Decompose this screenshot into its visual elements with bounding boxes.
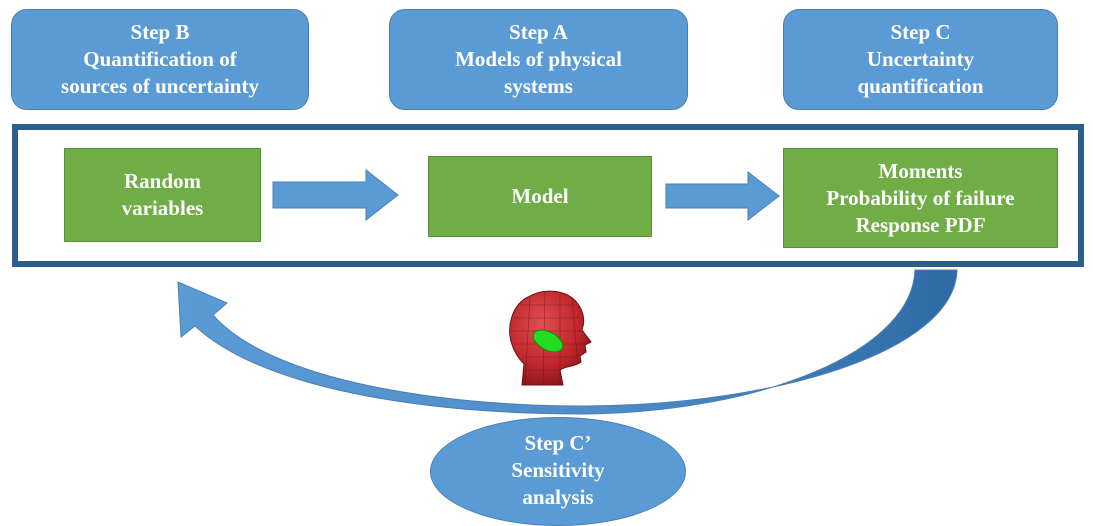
step-c-line-1: Uncertainty [866, 47, 975, 71]
outputs-line-3: Response PDF [855, 212, 986, 237]
step-b-line-2: sources of uncertainty [61, 74, 259, 98]
step-b-title: Step B [130, 20, 190, 44]
step-b-box: Step B Quantification of sources of unce… [11, 9, 309, 110]
feedback-arc-arrow [177, 269, 958, 415]
outputs-line-1: Moments [878, 158, 963, 183]
arrow-model-to-outputs [665, 170, 780, 222]
step-a-line-1: Models of physical [455, 47, 622, 71]
step-a-title: Step A [509, 20, 568, 44]
sensitivity-analysis-ellipse: Step C’ Sensitivity analysis [430, 417, 686, 526]
outputs-line-2: Probability of failure [826, 185, 1015, 210]
step-a-line-2: systems [504, 74, 573, 98]
step-c-title: Step C [890, 20, 951, 44]
sensitivity-line-2: analysis [522, 485, 594, 509]
sensitivity-line-1: Sensitivity [511, 458, 605, 482]
random-variables-box: Random variables [64, 148, 261, 242]
step-a-box: Step A Models of physical systems [389, 9, 688, 110]
model-box: Model [428, 156, 652, 237]
step-c-line-2: quantification [857, 74, 984, 98]
step-b-line-1: Quantification of [83, 47, 237, 71]
step-c-prime-title: Step C’ [524, 431, 592, 455]
model-label: Model [511, 184, 569, 208]
outputs-box: Moments Probability of failure Response … [783, 148, 1058, 248]
inputs-line-1: Random [123, 169, 202, 193]
arrow-inputs-to-model [272, 168, 399, 222]
head-model-icon [509, 290, 592, 386]
inputs-line-2: variables [121, 196, 204, 220]
step-c-box: Step C Uncertainty quantification [783, 9, 1058, 110]
